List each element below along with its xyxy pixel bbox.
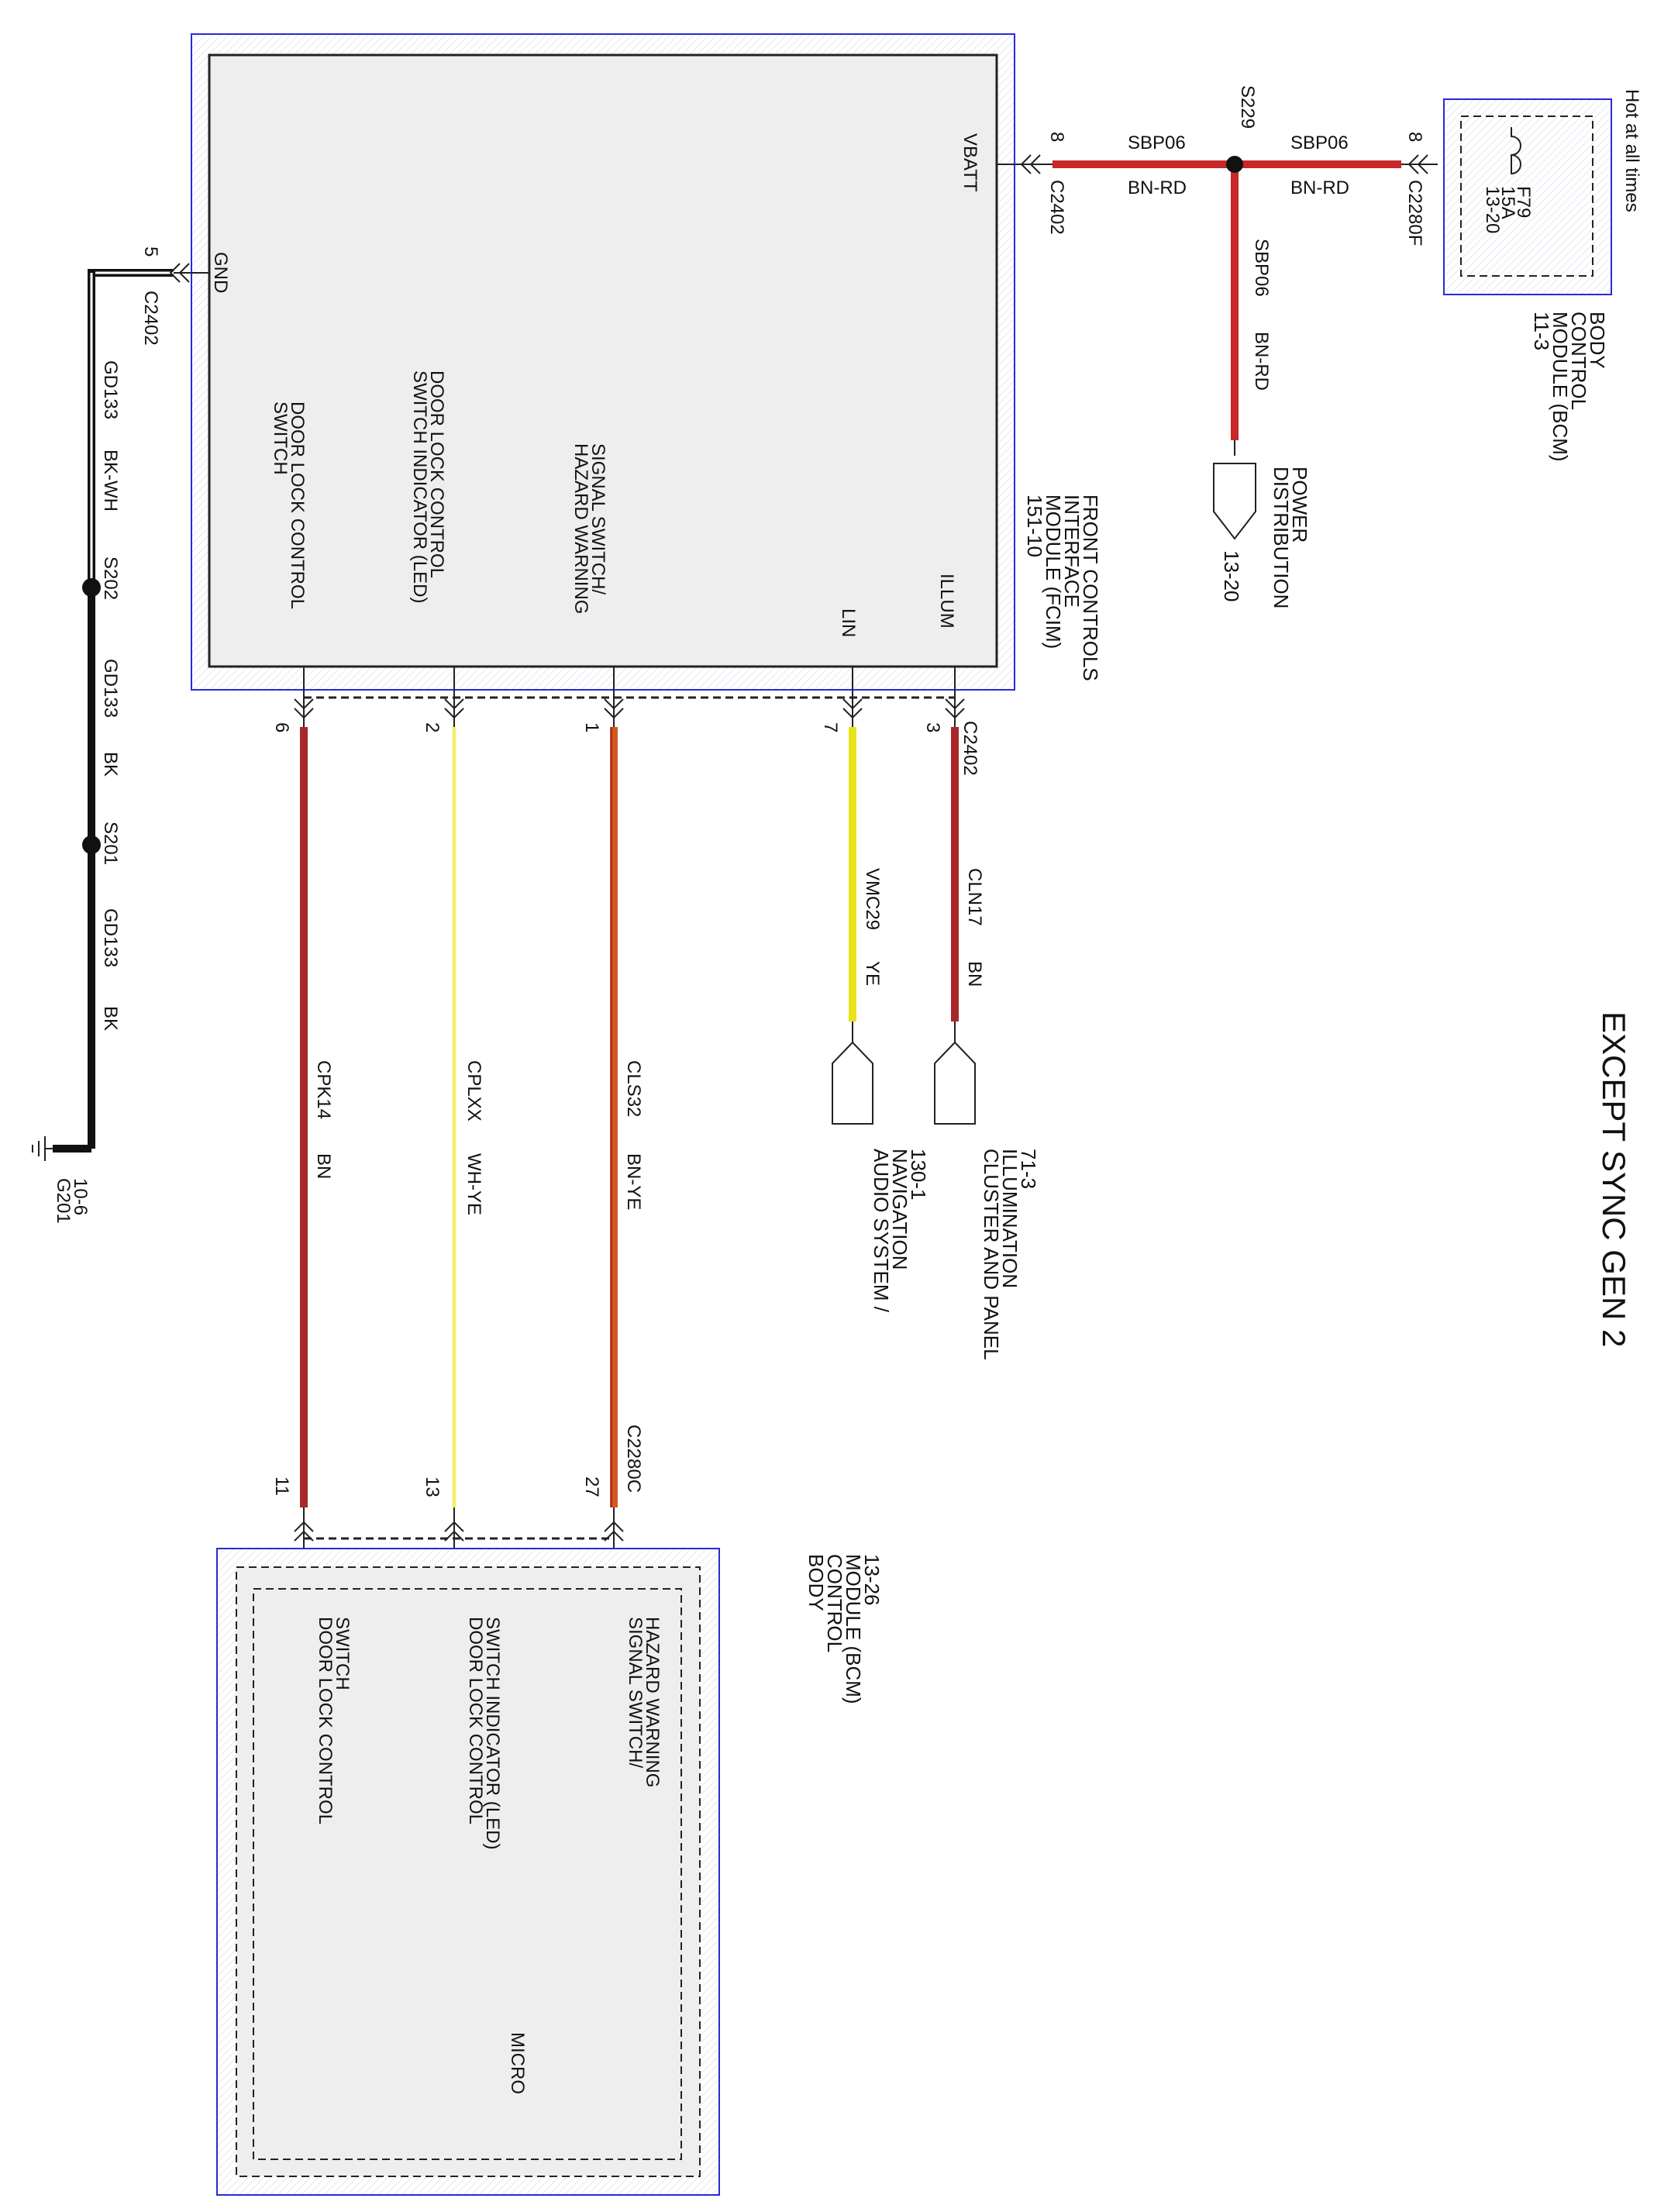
ground-pin: 5	[140, 246, 161, 257]
fcim-pin-door-lock-led: DOOR LOCK CONTROL SWITCH INDICATOR (LED)	[409, 370, 447, 603]
ground-seg1-circuit: GD133	[100, 360, 121, 419]
splice-s229-label: S229	[1237, 85, 1258, 129]
led-pin-bottom: 13	[422, 1476, 443, 1497]
signal-circuit: CLS32	[623, 1060, 644, 1117]
connector-pin1-icon	[604, 698, 624, 719]
fcim-pin-door-lock-switch: DOOR LOCK CONTROL SWITCH	[270, 401, 308, 614]
fcim-pin-signal-hazard: SIGNAL SWITCH/ HAZARD WARNING	[570, 443, 608, 614]
connector-pin3-icon	[945, 698, 965, 719]
ground-seg2-color: BK	[100, 752, 121, 777]
power-distribution-label: POWER DISTRIBUTION	[1270, 467, 1311, 608]
door-pin-bottom: 11	[271, 1476, 292, 1496]
door-circuit: CPK14	[313, 1060, 334, 1119]
wire-cln17	[934, 667, 976, 1125]
power-circuit-left: SBP06	[1128, 133, 1186, 153]
signal-color: BN-YE	[623, 1153, 644, 1210]
splice-s201-label: S201	[100, 822, 121, 865]
connector-pin2-icon	[444, 698, 464, 719]
cluster-connector-icon	[934, 1041, 976, 1125]
ground-symbol-icon	[32, 1136, 53, 1161]
bcm-pin-signal-hazard: SIGNAL SWITCH/ HAZARD WARNING	[625, 1617, 663, 1787]
power-circuit-right: SBP06	[1290, 133, 1349, 153]
led-pin-top: 2	[422, 722, 443, 732]
led-color: WH-YE	[463, 1153, 484, 1215]
power-color-right: BN-RD	[1290, 177, 1349, 198]
connector-c2402-pin5-icon	[169, 263, 190, 283]
illum-color: BN	[964, 961, 985, 987]
signal-pin-top: 1	[581, 722, 602, 732]
lin-pin: 7	[820, 722, 841, 732]
bcm-top-module: F79 15A 13-20	[1443, 98, 1612, 295]
diagram-title: EXCEPT SYNC GEN 2	[1596, 1011, 1632, 1347]
fcim-pin-lin: LIN	[838, 608, 859, 637]
splice-s202-label: S202	[100, 556, 121, 600]
ground-seg2-circuit: GD133	[100, 659, 121, 718]
ground-wiring	[32, 263, 209, 1161]
fcim-pin-illum: ILLUM	[936, 574, 957, 629]
wire-cpk14	[294, 667, 314, 1597]
led-circuit: CPLXX	[463, 1060, 484, 1122]
bcm-bottom-module: SIGNAL SWITCH/ HAZARD WARNING DOOR LOCK …	[216, 1548, 720, 2196]
splice-s202	[82, 578, 101, 597]
bcm-micro-label: MICRO	[507, 2032, 528, 2094]
ground-g201-label: G201 10-6	[53, 1178, 91, 1228]
fcim-module-label: FRONT CONTROLS INTERFACE MODULE (FCIM) 1…	[1023, 494, 1102, 687]
bcm-pin-door-lock-switch: DOOR LOCK CONTROL SWITCH	[315, 1617, 353, 1829]
splice-s229	[1226, 156, 1243, 173]
connector-pin7-icon	[842, 698, 863, 719]
fuse-label: F79 15A 13-20	[1482, 186, 1534, 233]
signal-conn-top: C2402	[960, 721, 980, 776]
fuse-icon	[1511, 127, 1521, 175]
power-feed-wiring	[997, 154, 1438, 540]
illum-pin: 3	[922, 722, 943, 732]
illum-circuit: CLN17	[964, 868, 985, 926]
power-pin-bcm: 8	[1404, 132, 1425, 142]
ground-seg3-color: BK	[100, 1006, 121, 1031]
connector-c2402-pin8-icon	[1020, 154, 1041, 174]
power-distribution-ref: 13-20	[1220, 550, 1243, 602]
hot-at-all-times-label: Hot at all times	[1621, 89, 1642, 212]
fcim-pin-gnd: GND	[210, 252, 231, 293]
ground-seg3-circuit: GD133	[100, 908, 121, 967]
lin-circuit: VMC29	[862, 868, 883, 930]
audio-connector-icon	[832, 1041, 873, 1125]
connector-c2280f-pin8-icon	[1407, 154, 1428, 174]
door-pin-top: 6	[271, 722, 292, 732]
wire-cls32	[604, 667, 624, 1597]
power-branch-color: BN-RD	[1251, 332, 1272, 391]
splice-s201	[82, 836, 101, 854]
bcm-top-module-label: BODY CONTROL MODULE (BCM) 11-3	[1530, 312, 1609, 467]
lin-color: YE	[862, 961, 883, 986]
bcm-bottom-module-label: BODY CONTROL MODULE (BCM) 13-26	[804, 1554, 884, 1710]
wire-cplxx	[444, 667, 464, 1597]
conn-c2280c-label: C2280C	[623, 1425, 644, 1493]
door-color: BN	[313, 1153, 334, 1179]
wire-vmc29	[832, 667, 873, 1125]
power-branch-circuit: SBP06	[1251, 239, 1272, 297]
fcim-module: VBATT GND ILLUM LIN SIGNAL SWITCH/ HAZAR…	[191, 33, 1015, 691]
power-conn-fcim: C2402	[1046, 180, 1067, 235]
ground-conn: C2402	[140, 291, 161, 346]
power-color-left: BN-RD	[1128, 177, 1187, 198]
bcm-pin-door-lock-led: DOOR LOCK CONTROL SWITCH INDICATOR (LED)	[465, 1617, 503, 1849]
fcim-pin-vbatt: VBATT	[960, 133, 980, 192]
power-distribution-connector-icon	[1213, 463, 1256, 540]
signal-pin-bottom: 27	[581, 1476, 602, 1497]
cluster-panel-illumination-label: CLUSTER AND PANEL ILLUMINATION 71-3	[980, 1149, 1040, 1365]
power-conn-bcm: C2280F	[1404, 180, 1425, 246]
audio-navigation-label: AUDIO SYSTEM / NAVIGATION 130-1	[870, 1149, 930, 1318]
connector-pin6-icon	[294, 698, 314, 719]
power-pin-fcim: 8	[1046, 132, 1067, 142]
ground-seg1-color: BK-WH	[100, 450, 121, 512]
